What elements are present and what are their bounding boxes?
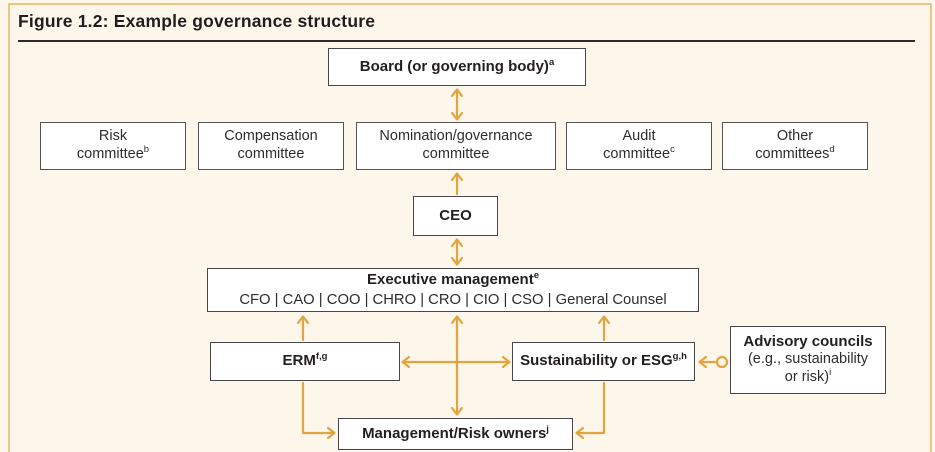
management-risk-owners-label: Management/Risk owners	[362, 424, 547, 442]
node-advisory-councils: Advisory councils (e.g., sustainability …	[730, 326, 886, 394]
node-executive-management: Executive managemente CFO | CAO | COO | …	[207, 268, 699, 312]
node-erm: ERMf,g	[210, 342, 400, 381]
arrow-sustainability-management-owners	[577, 381, 606, 433]
audit-committee-footnote: c	[670, 144, 675, 156]
node-board: Board (or governing body)a	[328, 48, 586, 86]
node-nomination-governance-committee: Nomination/governance committee	[356, 122, 556, 170]
executive-management-footnote: e	[533, 269, 540, 281]
ceo-label: CEO	[439, 206, 472, 224]
erm-label: ERM	[282, 352, 316, 370]
title-underline	[18, 40, 915, 42]
sustainability-esg-label: Sustainability or ESG	[520, 352, 673, 370]
management-risk-owners-footnote: j	[546, 423, 549, 435]
executive-members-list: CFO | CAO | COO | CHRO | CRO | CIO | CSO…	[239, 292, 667, 309]
node-sustainability-esg: Sustainability or ESGg,h	[512, 342, 695, 381]
other-committees-footnote: d	[829, 144, 835, 156]
node-management-risk-owners: Management/Risk ownersj	[338, 418, 573, 450]
advisory-connector-circle	[715, 355, 729, 369]
advisory-councils-footnote: i	[829, 367, 832, 379]
executive-management-label: Executive management	[366, 270, 534, 288]
board-footnote: a	[548, 56, 555, 68]
erm-footnote: f,g	[315, 351, 328, 363]
node-risk-committee: Risk committeeb	[40, 122, 186, 170]
node-ceo: CEO	[413, 196, 498, 236]
figure-title: Figure 1.2: Example governance structure	[18, 11, 376, 31]
node-compensation-committee: Compensation committee	[198, 122, 344, 170]
advisory-councils-label: Advisory councils	[743, 333, 873, 351]
node-audit-committee: Audit committeec	[566, 122, 712, 170]
sustainability-esg-footnote: g,h	[672, 351, 687, 363]
risk-committee-footnote: b	[143, 144, 150, 156]
board-label: Board (or governing body)	[359, 57, 549, 75]
node-other-committees: Other committeesd	[722, 122, 868, 170]
arrow-erm-management-owners	[301, 381, 334, 433]
